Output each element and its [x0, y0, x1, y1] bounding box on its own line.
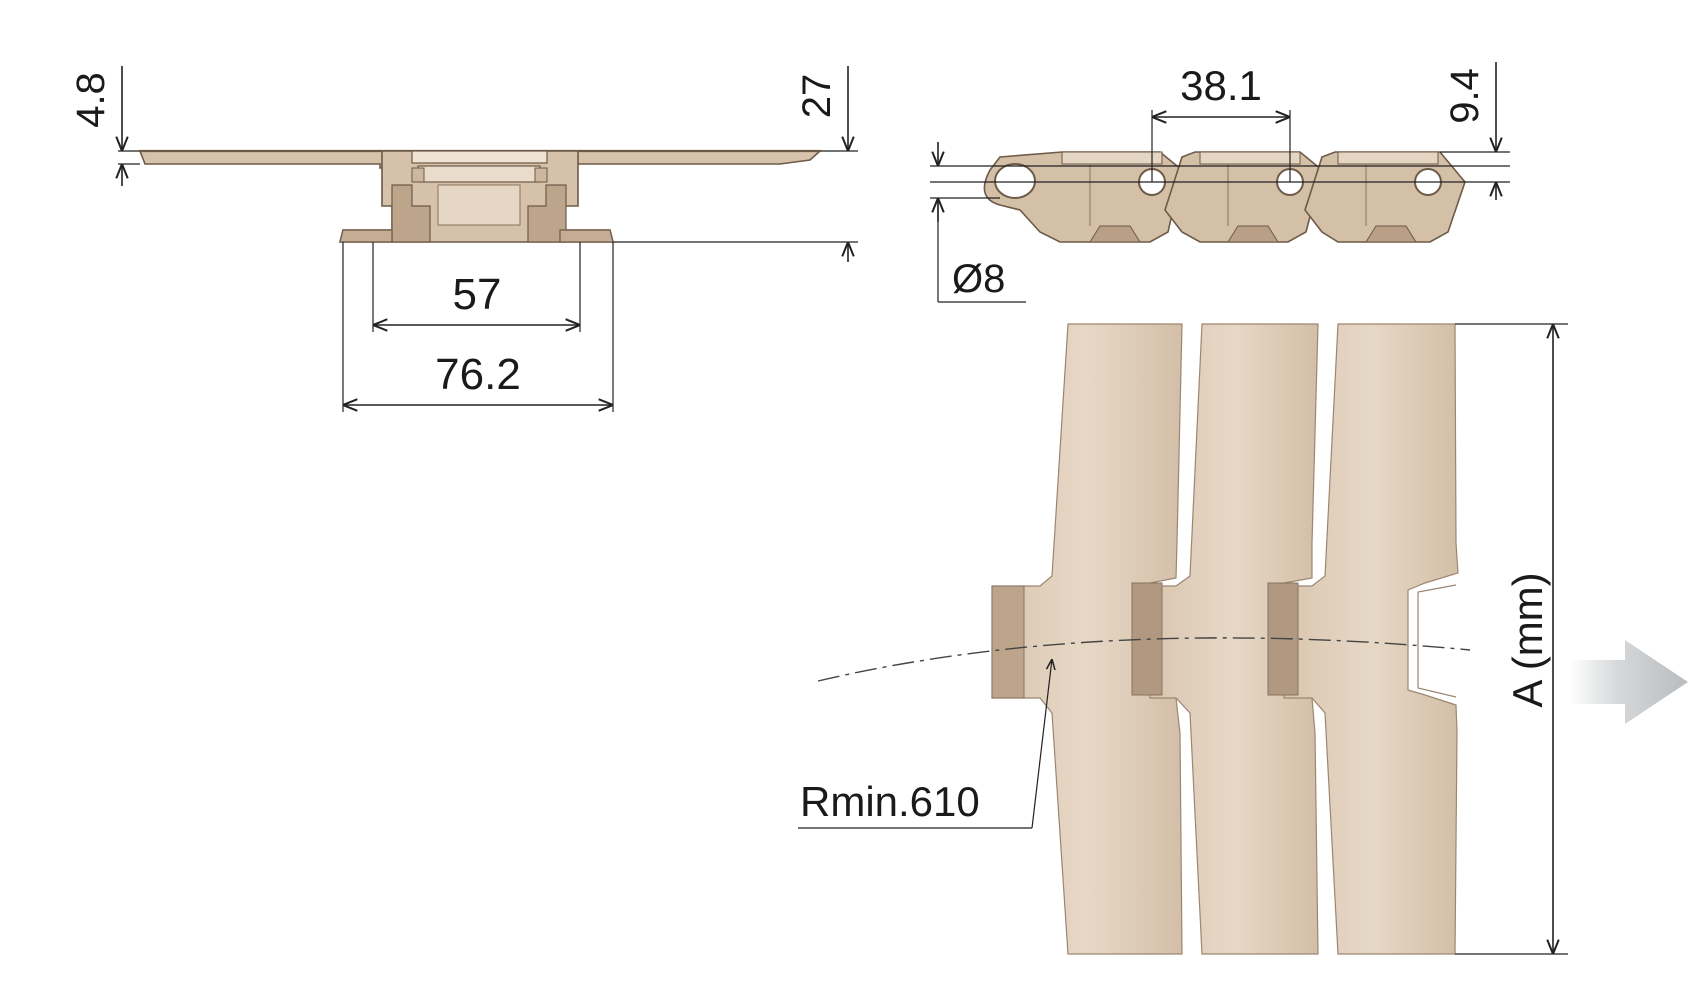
dim-width-a: A (mm) [1504, 572, 1551, 707]
dim-link-height: 9.4 [1443, 68, 1487, 124]
radius-centerline [817, 637, 1471, 682]
dim-plate-thickness: 4.8 [69, 72, 113, 128]
front-view: 4.8 27 57 76.2 [69, 66, 858, 412]
dim-min-radius: Rmin.610 [800, 778, 980, 825]
dim-overall-height: 27 [795, 74, 839, 119]
dim-inner-width: 57 [453, 270, 502, 319]
top-view: Rmin.610 A (mm) [798, 323, 1688, 955]
pin-hole-1 [994, 163, 1036, 199]
direction-arrow-icon [1570, 640, 1688, 724]
dim-outer-width: 76.2 [435, 350, 521, 399]
dim-pitch: 38.1 [1180, 62, 1262, 109]
side-view: 38.1 9.4 Ø8 [930, 62, 1510, 303]
dim-pin-diameter: Ø8 [952, 257, 1005, 301]
